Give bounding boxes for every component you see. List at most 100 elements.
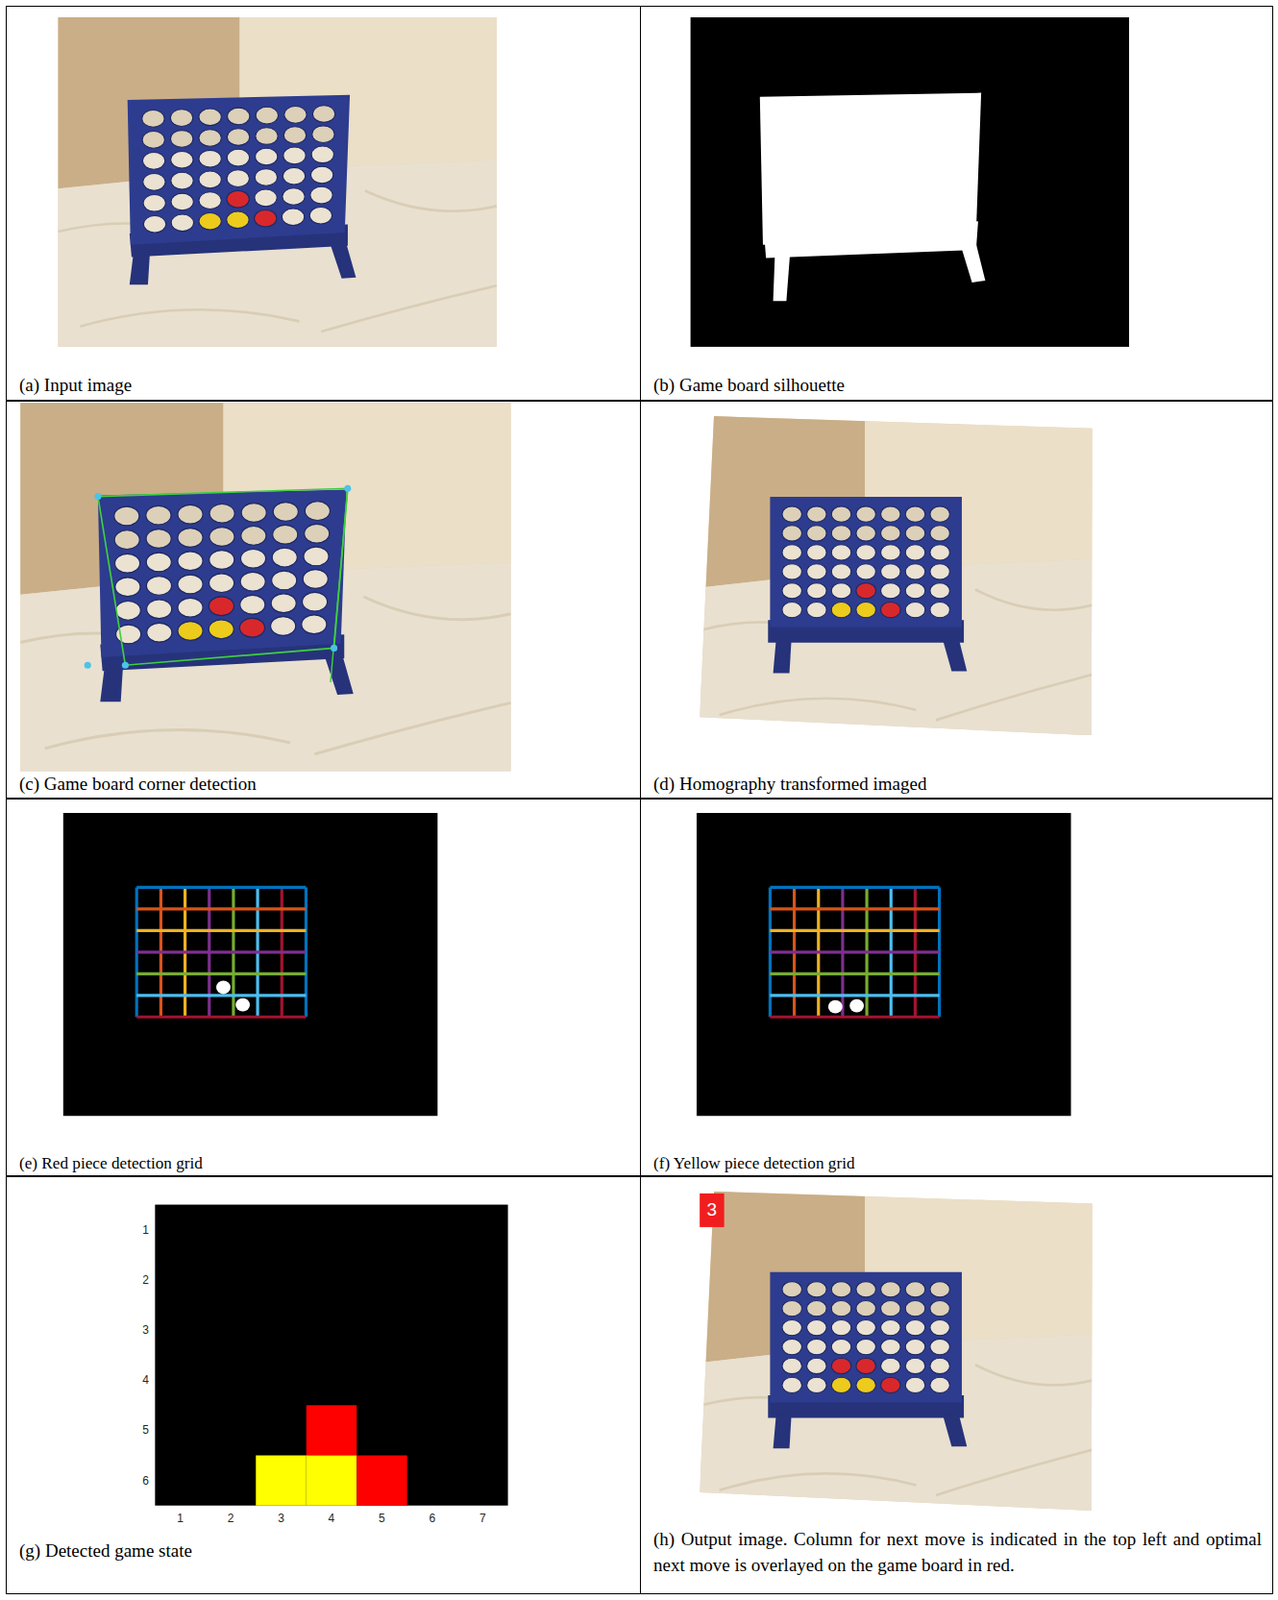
game-piece — [881, 602, 902, 618]
panel-cell: (d) Homography transformed imaged — [639, 400, 1274, 799]
column-indicator: 3 — [707, 1199, 718, 1221]
board-hole — [303, 546, 329, 566]
panel-cell: (e) Red piece detection grid — [5, 798, 641, 1177]
board-hole — [905, 564, 926, 580]
board-hole — [930, 564, 951, 580]
grid-line — [136, 1015, 306, 1019]
board-hole — [782, 1357, 803, 1374]
board-hole — [143, 173, 166, 192]
game-board — [98, 489, 347, 657]
panel-caption: (h) Output image. Column for next move i… — [653, 1525, 1262, 1578]
board-hole — [782, 1376, 803, 1393]
board-hole — [881, 506, 902, 522]
matrix-cell — [306, 1455, 357, 1506]
corner-dot — [330, 644, 338, 652]
board-hole — [930, 583, 951, 599]
board-hole — [782, 544, 803, 561]
board-hole — [905, 506, 926, 522]
panel-cell: (g) Detected game state — [5, 1176, 641, 1595]
board-hole — [856, 525, 877, 541]
game-piece — [254, 209, 277, 227]
board-hole — [807, 1281, 828, 1298]
board-hole — [905, 583, 926, 599]
board-hole — [171, 150, 194, 169]
board-hole — [881, 1357, 902, 1374]
board-hole — [270, 616, 296, 637]
axis-tick-label: 4 — [142, 1373, 149, 1387]
board-hole — [282, 188, 305, 206]
board-hole — [147, 622, 173, 642]
board-hole — [905, 1319, 926, 1335]
board-hole — [856, 506, 877, 522]
board-hole — [284, 106, 307, 124]
label-holder: 3 — [270, 1510, 292, 1527]
board-stand — [329, 242, 357, 279]
board-hole — [312, 105, 335, 123]
board-hole — [905, 1376, 926, 1393]
board-hole — [310, 166, 333, 184]
axis-tick-label: 1 — [176, 1511, 184, 1525]
board-hole — [782, 1281, 803, 1298]
board-hole — [881, 1319, 902, 1335]
board-hole — [142, 152, 165, 171]
board-hole — [240, 548, 266, 568]
board-stand — [773, 638, 792, 673]
rectified-photo — [699, 1191, 1094, 1511]
board-hole — [147, 599, 173, 619]
grid-line — [136, 885, 306, 889]
board-hole — [881, 1338, 902, 1354]
board-hole — [831, 1319, 852, 1335]
board-hole — [226, 170, 249, 188]
game-piece — [856, 1376, 877, 1393]
board-hole — [114, 553, 140, 573]
board-hole — [283, 126, 306, 145]
label-holder: 1 — [130, 1220, 149, 1239]
board-hole — [142, 131, 165, 149]
matrix-ground — [154, 1204, 508, 1506]
game-piece — [198, 212, 222, 230]
label-holder: 3 — [130, 1320, 149, 1339]
cloth — [699, 559, 1094, 737]
board-hole — [198, 192, 222, 210]
board-hole — [881, 583, 902, 599]
board-hole — [209, 527, 235, 547]
grid-line — [769, 885, 939, 889]
corner-photo — [20, 402, 511, 771]
board-hole — [272, 524, 298, 544]
label-holder: 5 — [130, 1421, 149, 1440]
axis-tick-label: 6 — [429, 1511, 437, 1525]
board-hole — [311, 146, 334, 164]
board-hole — [881, 544, 902, 561]
state-matrix — [154, 1204, 508, 1506]
game-piece — [226, 190, 249, 208]
label-holder: 3 — [699, 1193, 724, 1228]
board-hole — [930, 525, 951, 541]
grid-line — [769, 950, 939, 954]
matrix-cell — [255, 1455, 306, 1506]
board-hole — [255, 127, 278, 146]
panel-caption: (f) Yellow piece detection grid — [653, 1152, 1262, 1176]
board-hole — [905, 544, 926, 561]
board-hole — [114, 506, 140, 526]
board-hole — [114, 530, 140, 550]
panel-caption: (e) Red piece detection grid — [19, 1152, 630, 1176]
board-hole — [807, 583, 828, 599]
board-hole — [171, 130, 194, 148]
detection-grid — [63, 812, 439, 1116]
board-hole — [209, 550, 235, 570]
board-hole — [807, 1357, 828, 1374]
board-hole — [807, 602, 828, 618]
board-hole — [272, 502, 298, 522]
board-hole — [856, 1301, 877, 1317]
board-hole — [905, 1357, 926, 1374]
board-hole — [302, 591, 328, 612]
axis-tick-label: 3 — [142, 1323, 149, 1337]
board-hole — [782, 1319, 803, 1335]
board-hole — [309, 206, 332, 224]
rectified-content — [699, 416, 1094, 736]
board-hole — [177, 528, 203, 548]
board-stand — [323, 653, 354, 695]
board-hole — [226, 148, 249, 167]
